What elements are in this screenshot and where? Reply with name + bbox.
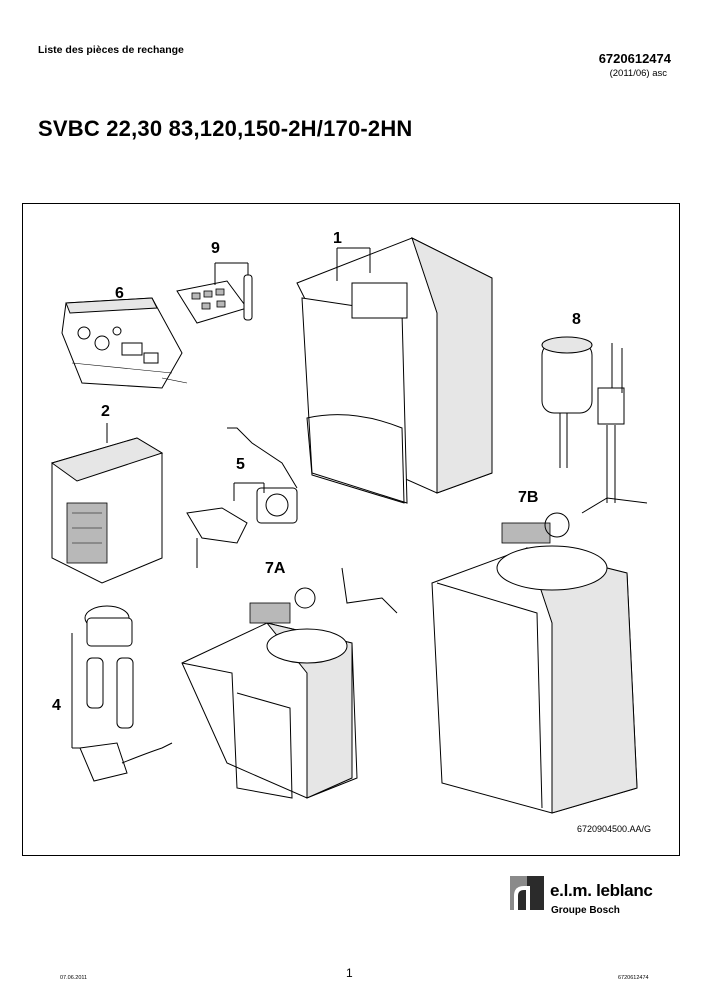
model-title: SVBC 22,30 83,120,150-2H/170-2HN — [38, 116, 413, 141]
footer-reference: 6720612474 — [618, 975, 649, 981]
figure-reference: 6720904500.AA/G — [577, 824, 652, 834]
part-7b-unit — [431, 497, 648, 814]
diagram-frame — [22, 203, 680, 856]
document-date: (2011/06) asc — [609, 68, 667, 79]
document-title: Liste des pièces de rechange — [38, 44, 184, 56]
callout-1: 1 — [333, 230, 342, 247]
callout-7b: 7B — [518, 489, 539, 506]
document-number: 6720612474 — [598, 51, 671, 66]
callout-9: 9 — [211, 240, 220, 257]
brand-name: e.l.m. leblanc — [550, 881, 653, 900]
part-4-fan-gas-valve — [71, 605, 173, 782]
callout-2: 2 — [101, 403, 110, 420]
callout-8: 8 — [572, 311, 581, 328]
brand-group: Groupe Bosch — [551, 905, 620, 916]
part-6-control-panel — [61, 297, 188, 389]
part-2-heat-exchanger — [50, 423, 164, 584]
callout-5: 5 — [236, 456, 245, 473]
callout-7a: 7A — [265, 560, 286, 577]
part-7a-unit — [181, 567, 398, 799]
part-1-boiler-body — [296, 237, 493, 504]
footer-date: 07.06.2011 — [60, 975, 88, 981]
part-5-pump — [186, 427, 298, 568]
part-9-kit — [176, 262, 253, 324]
part-8-expansion-vessel — [541, 336, 625, 503]
callout-4: 4 — [52, 697, 61, 714]
elm-leblanc-logo-icon — [510, 876, 544, 910]
callout-6: 6 — [115, 285, 124, 302]
exploded-parts-diagram — [50, 237, 648, 814]
page-number: 1 — [346, 966, 353, 980]
